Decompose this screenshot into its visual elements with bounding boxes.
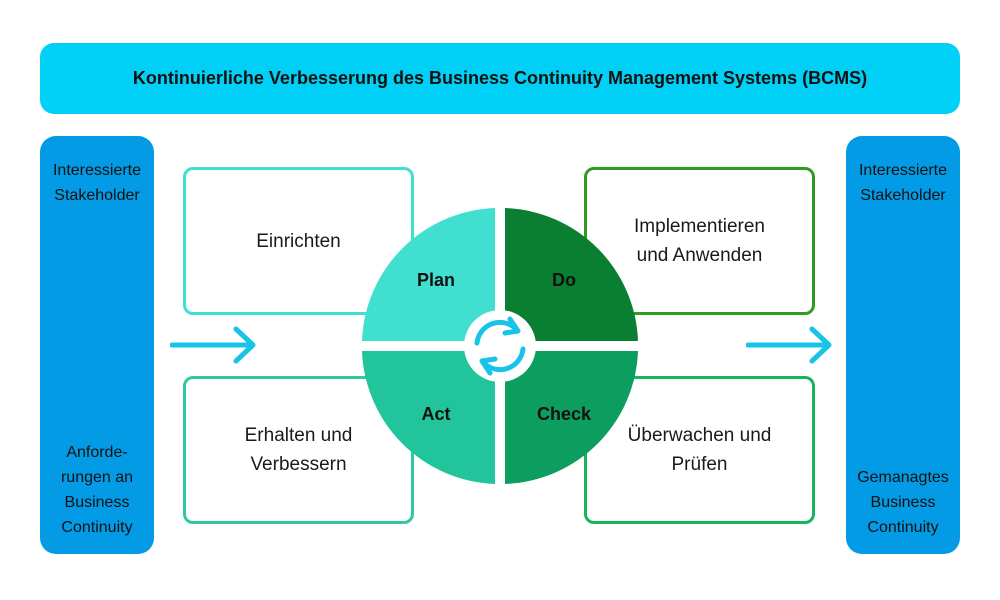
check-label: Check bbox=[537, 404, 592, 424]
act-label: Act bbox=[421, 404, 450, 424]
right-stakeholder-column: Interessierte Stakeholder Gemanagtes Bus… bbox=[846, 136, 960, 554]
left-column-top-label: Interessierte Stakeholder bbox=[52, 162, 142, 204]
right-column-top-label: Interessierte Stakeholder bbox=[858, 162, 948, 204]
right-column-bottom-label: Gemanagtes Business Continuity bbox=[857, 469, 949, 536]
box-erhalten-label: Erhalten und Verbessern bbox=[244, 425, 353, 475]
act-quadrant bbox=[362, 351, 495, 484]
left-column-bottom-label: Anforde- rungen an Business Continuity bbox=[60, 444, 134, 536]
plan-quadrant bbox=[362, 208, 495, 341]
do-label: Do bbox=[552, 270, 576, 290]
left-flow-arrow-icon bbox=[170, 326, 256, 364]
do-quadrant bbox=[505, 208, 638, 341]
box-ueberwachen-label: Überwachen und Prüfen bbox=[627, 425, 772, 475]
box-einrichten-label: Einrichten bbox=[256, 230, 341, 252]
box-erhalten-verbessern: Erhalten und Verbessern bbox=[183, 376, 414, 524]
box-einrichten: Einrichten bbox=[183, 167, 414, 315]
box-implementieren-label: Implementieren und Anwenden bbox=[634, 216, 765, 266]
right-flow-arrow-icon bbox=[746, 326, 832, 364]
refresh-cycle-icon bbox=[474, 316, 526, 376]
diagram-title-bar: Kontinuierliche Verbesserung des Busines… bbox=[40, 43, 960, 114]
diagram-title: Kontinuierliche Verbesserung des Busines… bbox=[132, 68, 868, 88]
left-stakeholder-column: Interessierte Stakeholder Anforde- runge… bbox=[40, 136, 154, 554]
pdca-cycle: Plan Do Act Check bbox=[362, 208, 638, 484]
check-quadrant bbox=[505, 351, 638, 484]
plan-label: Plan bbox=[417, 270, 455, 290]
